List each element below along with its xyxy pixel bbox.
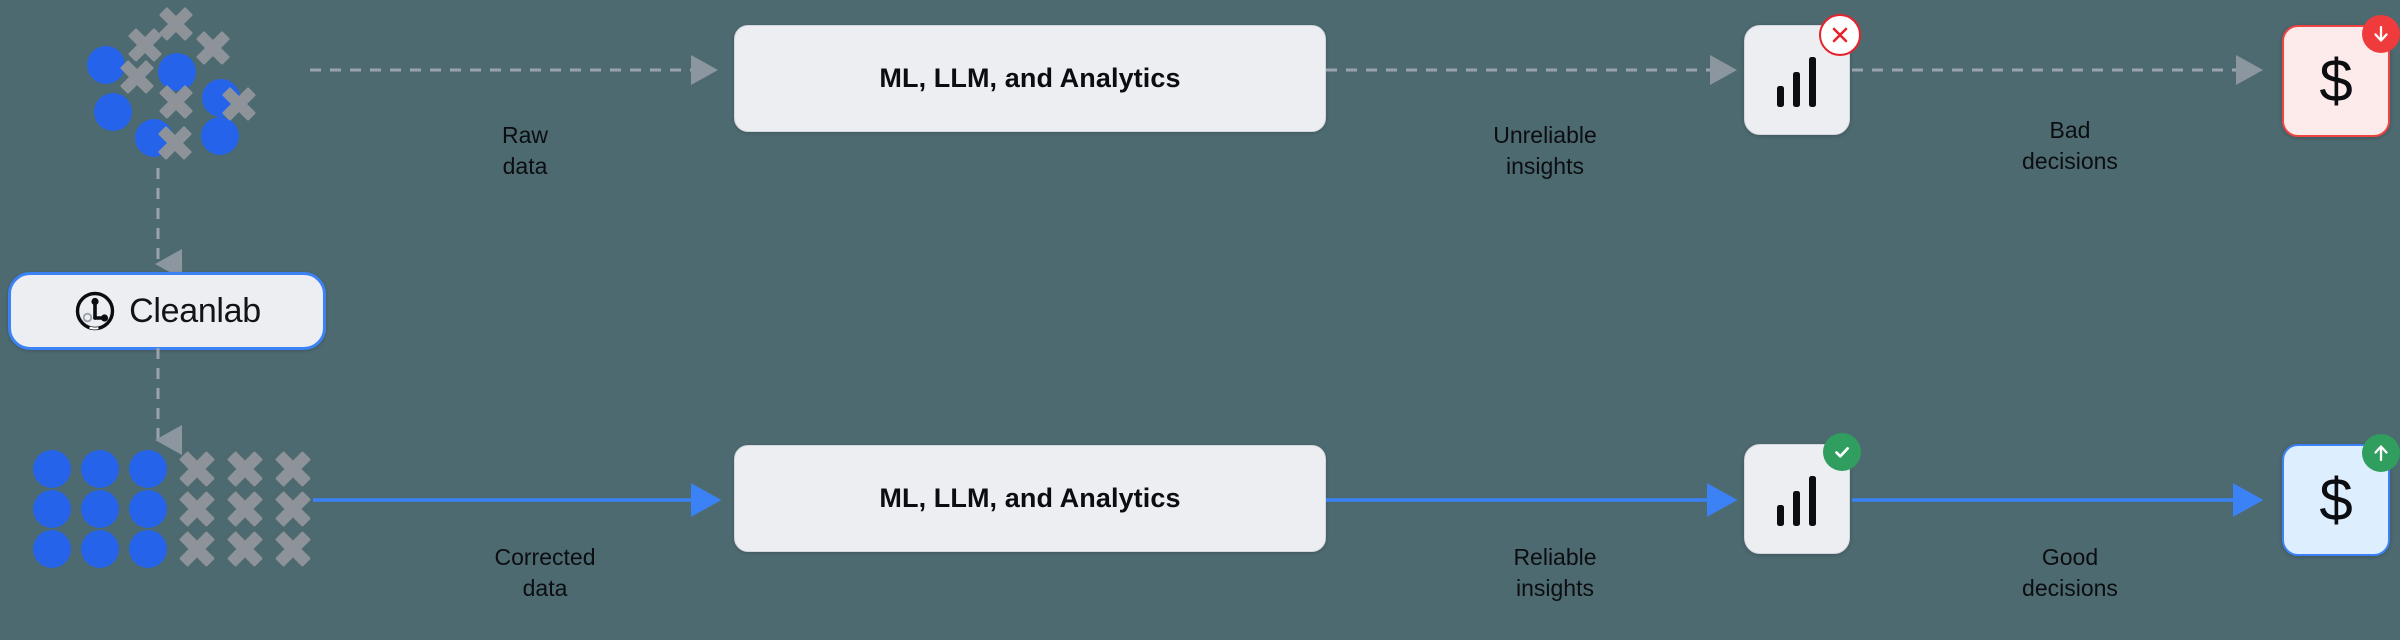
circle-x-icon [1819,14,1861,56]
top-insight-tile[interactable] [1744,14,1861,135]
edge-label-reliable-insights: Reliable insights [1513,544,1597,601]
outlier-x-icon [176,488,218,530]
data-point-circle [129,530,167,568]
outlier-x-icon [156,82,196,122]
edge-label-good-decisions: Good decisions [2022,544,2118,601]
outlier-x-icon [176,528,218,570]
data-point-circle [94,93,132,131]
cleanlab-label: Cleanlab [129,291,261,330]
arrow-up-circle-icon [2362,434,2400,472]
data-point-circle [33,530,71,568]
edge-out-of-cleanlab [146,348,182,455]
corrected-data-grid [24,440,314,568]
arrow-down-circle-icon [2362,15,2400,53]
outlier-x-icon [176,448,218,490]
edge-bad-decisions [1852,55,2272,85]
data-point-circle [81,490,119,528]
outlier-x-icon [224,488,266,530]
edge-label-unreliable-insights: Unreliable insights [1493,122,1597,179]
raw-data-scatter [60,0,310,165]
outlier-x-icon [219,84,259,124]
edge-into-cleanlab [146,168,182,279]
data-point-circle [81,450,119,488]
edge-label-bad-decisions: Bad decisions [2022,117,2118,174]
data-point-circle [201,117,239,155]
data-point-circle [129,490,167,528]
outlier-x-icon [193,28,233,68]
bottom-process-box[interactable]: ML, LLM, and Analytics [734,445,1326,552]
dollar-sign-icon: $ [2319,47,2353,114]
bottom-outcome-tile[interactable]: $ [2282,434,2400,556]
outlier-x-icon [224,528,266,570]
edge-raw-data [310,55,730,85]
top-process-box[interactable]: ML, LLM, and Analytics [734,25,1326,132]
edge-reliable-insights [1326,483,1746,517]
top-outcome-tile[interactable]: $ [2282,15,2400,137]
outlier-x-icon [272,448,314,490]
edge-corrected-data [313,483,733,517]
data-point-circle [87,46,125,84]
cleanlab-node[interactable]: Cleanlab [8,272,326,350]
outlier-x-icon [272,488,314,530]
cleanlab-logo-icon [73,289,117,333]
bottom-process-box-label: ML, LLM, and Analytics [879,483,1181,513]
data-point-circle [33,450,71,488]
edge-label-raw-data: Raw data [501,122,548,179]
edge-unreliable-insights [1326,55,1746,85]
data-point-circle [129,450,167,488]
bar-chart-icon [1777,476,1816,526]
data-point-circle [81,530,119,568]
outlier-x-icon [272,528,314,570]
outlier-x-icon [156,4,196,44]
outlier-x-icon [224,448,266,490]
outlier-x-icon [117,57,157,97]
top-process-box-label: ML, LLM, and Analytics [879,63,1181,93]
dollar-sign-icon: $ [2319,466,2353,533]
outlier-x-icon [155,123,195,163]
bottom-insight-tile[interactable] [1744,433,1861,554]
data-point-circle [158,53,196,91]
edge-good-decisions [1852,483,2272,517]
outlier-x-icon [125,25,165,65]
check-circle-icon [1823,433,1861,471]
edge-label-corrected-data: Corrected data [494,544,596,601]
data-point-circle [33,490,71,528]
bar-chart-icon [1777,57,1816,107]
